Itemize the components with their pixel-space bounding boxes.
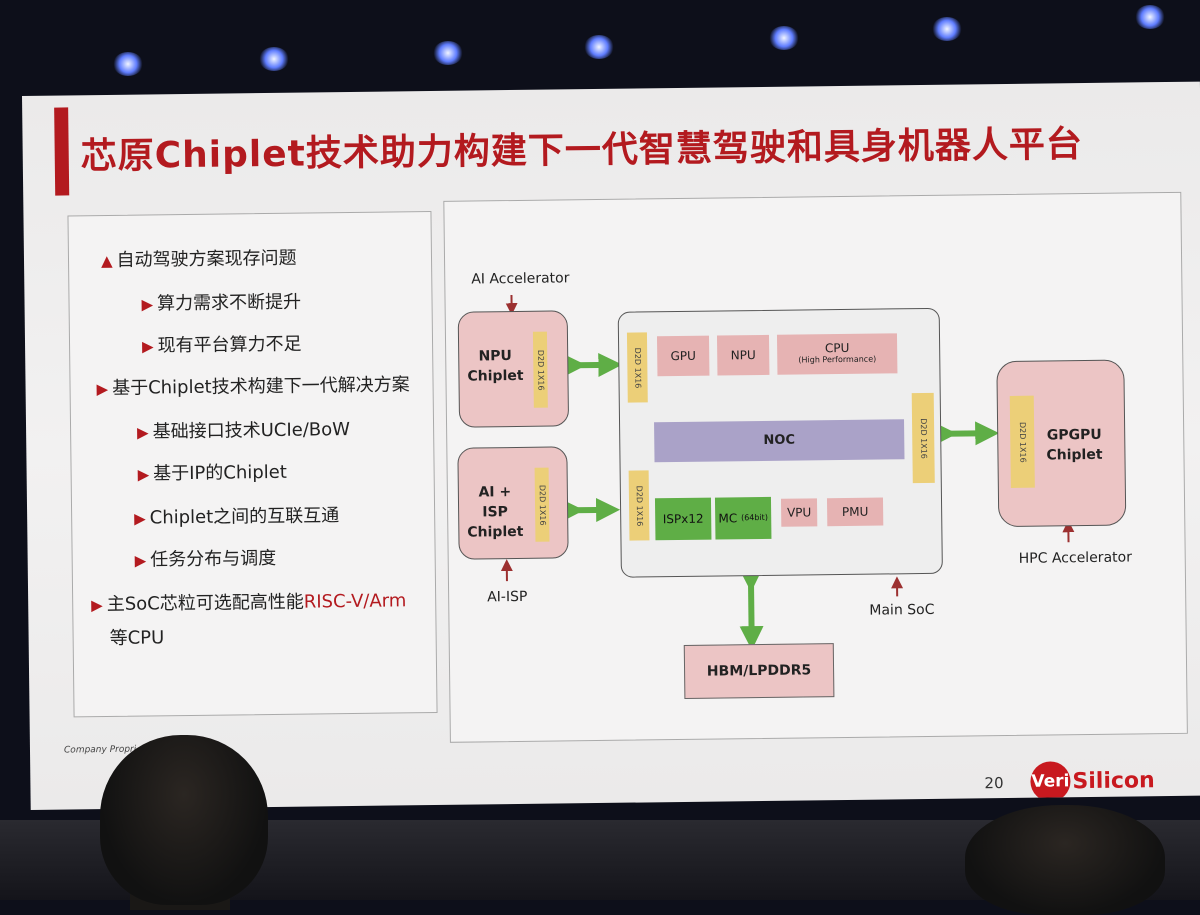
bullet-item: ▶基于IP的Chiplet xyxy=(137,458,287,486)
gpgpu-link xyxy=(945,433,987,434)
mc-block: MC (64bit) xyxy=(715,497,772,540)
architecture-diagram: AI Accelerator NPU Chiplet D2D 1X16 AI +… xyxy=(443,192,1188,743)
bullet-item: ▶算力需求不断提升 xyxy=(141,288,301,316)
ceiling-light xyxy=(769,26,799,50)
bullet-item: ▶任务分布与调度 xyxy=(135,544,277,572)
title-accent-bar xyxy=(54,107,69,195)
logo-mark: Veri xyxy=(1030,761,1070,801)
presentation-slide: 芯原Chiplet技术助力构建下一代智慧驾驶和具身机器人平台 ▲自动驾驶方案现存… xyxy=(22,82,1200,810)
gpgpu-chiplet: D2D 1X16 GPGPU Chiplet xyxy=(996,360,1126,528)
d2d-interface: D2D 1X16 xyxy=(629,470,650,540)
ai-isp-label: AI-ISP xyxy=(487,589,527,605)
bullet-item: ▲自动驾驶方案现存问题 xyxy=(101,244,297,272)
pmu-block: PMU xyxy=(827,498,883,527)
ceiling-light xyxy=(1135,5,1165,29)
ceiling-light xyxy=(932,17,962,41)
ceiling-light xyxy=(259,47,289,71)
slide-title: 芯原Chiplet技术助力构建下一代智慧驾驶和具身机器人平台 xyxy=(80,115,1083,179)
memory-block: HBM/LPDDR5 xyxy=(684,643,835,699)
ai-accelerator-label: AI Accelerator xyxy=(471,270,569,287)
noc-block: NOC xyxy=(654,419,904,462)
logo-text: Silicon xyxy=(1072,768,1155,794)
isp-block: ISPx12 xyxy=(655,498,712,541)
d2d-interface: D2D 1X16 xyxy=(533,332,548,408)
ceiling-light xyxy=(584,35,614,59)
hpc-accelerator-label: HPC Accelerator xyxy=(1019,549,1132,566)
d2d-interface: D2D 1X16 xyxy=(912,393,935,483)
ceiling-light xyxy=(433,41,463,65)
audience-head xyxy=(100,735,268,905)
main-soc: D2D 1X16 D2D 1X16 D2D 1X16 GPU NPU CPU (… xyxy=(618,308,943,578)
d2d-interface: D2D 1X16 xyxy=(627,332,648,402)
main-soc-label: Main SoC xyxy=(869,602,934,619)
bullet-item: ▶主SoC芯粒可选配高性能RISC-V/Arm xyxy=(91,586,406,616)
bullet-panel: ▲自动驾驶方案现存问题 ▶算力需求不断提升 ▶现有平台算力不足 ▶基于Chipl… xyxy=(67,211,437,717)
npu-block: NPU xyxy=(717,335,769,376)
bullet-item: ▶现有平台算力不足 xyxy=(142,330,302,358)
npu-chiplet: NPU Chiplet D2D 1X16 xyxy=(458,310,569,427)
vpu-block: VPU xyxy=(781,498,817,526)
ai-isp-chiplet: AI + ISP Chiplet D2D 1X16 xyxy=(457,446,568,559)
cpu-block: CPU (High Performance) xyxy=(777,333,897,374)
page-number: 20 xyxy=(984,774,1003,792)
footer-note: Company Propri xyxy=(64,745,136,756)
ceiling-light xyxy=(113,52,143,76)
company-logo: Veri Silicon xyxy=(1030,760,1155,802)
bullet-item: 等CPU xyxy=(109,623,164,650)
bullet-item: ▶基础接口技术UCIe/BoW xyxy=(137,415,350,444)
gpu-block: GPU xyxy=(657,336,709,377)
bullet-item: ▶基于Chiplet技术构建下一代解决方案 xyxy=(96,370,409,400)
d2d-interface: D2D 1X16 xyxy=(535,468,550,542)
memory-link xyxy=(751,580,752,638)
d2d-interface: D2D 1X16 xyxy=(1010,396,1035,488)
audience-head xyxy=(965,805,1165,915)
bullet-item: ▶Chiplet之间的互联互通 xyxy=(134,501,339,530)
